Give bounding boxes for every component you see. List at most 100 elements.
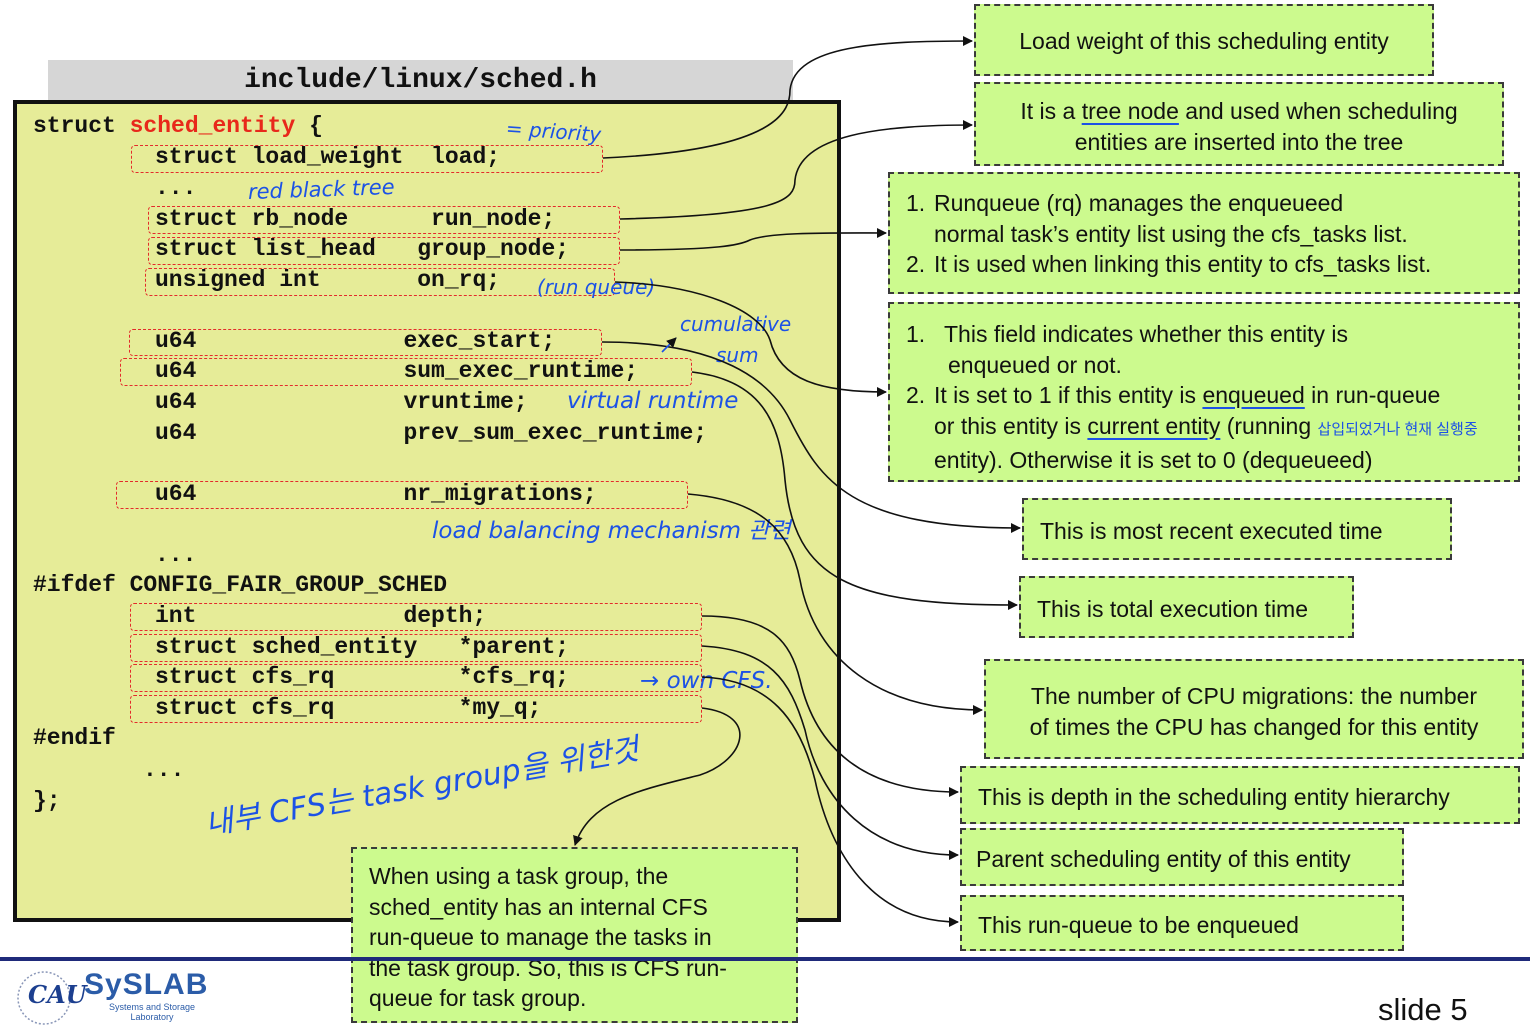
- struct-keyword: struct: [33, 113, 130, 139]
- code-line-vruntime: u64 vruntime;: [155, 389, 528, 415]
- highlight-parent: [130, 634, 702, 662]
- callout-on-rq-1b: enqueued or not.: [948, 351, 1122, 378]
- callout-sum-exec-text: This is total execution time: [1037, 596, 1309, 622]
- logo-subtitle-line1: Systems and Storage: [108, 1002, 196, 1012]
- code-line-ifdef: #ifdef CONFIG_FAIR_GROUP_SCHED: [33, 572, 448, 598]
- callout-depth: This is depth in the scheduling entity h…: [960, 766, 1520, 824]
- list-number: 1.: [906, 190, 926, 216]
- callout-tree-node-prefix: It is a: [1020, 98, 1082, 124]
- code-line-cfs-rq: struct cfs_rq *cfs_rq;: [155, 664, 570, 690]
- code-line-ellipsis: ...: [155, 175, 197, 201]
- note-cumulative: cumulative: [680, 312, 792, 336]
- callout-cfs-rq: This run-queue to be enqueued: [960, 895, 1404, 951]
- callout-my-q: When using a task group, the sched_entit…: [351, 847, 798, 1023]
- callout-exec-start-text: This is most recent executed time: [1040, 518, 1383, 544]
- callout-tree-node-line2: entities are inserted into the tree: [1074, 128, 1404, 155]
- callout-group-node: 1. Runqueue (rq) manages the enqueueed nor…: [888, 172, 1520, 294]
- code-line-my-q: struct cfs_rq *my_q;: [155, 695, 542, 721]
- callout-my-q-line3: run-queue to manage the tasks in: [369, 924, 712, 950]
- callout-load-weight-text: Load weight of this scheduling entity: [1019, 28, 1389, 54]
- open-brace: {: [295, 113, 323, 139]
- slide-number: slide 5: [1378, 992, 1468, 1027]
- highlight-load: [131, 145, 603, 173]
- callout-tree-node-underlined: tree node: [1081, 98, 1179, 124]
- code-line-run-node: struct rb_node run_node;: [155, 206, 556, 232]
- note-virtual-runtime: virtual runtime: [567, 388, 739, 414]
- note-own-cfs: → own CFS.: [640, 668, 773, 694]
- code-line-sum-exec-runtime: u64 sum_exec_runtime;: [155, 358, 639, 384]
- callout-cfs-rq-text: This run-queue to be enqueued: [978, 912, 1299, 938]
- callout-my-q-line5: queue for task group.: [369, 985, 587, 1011]
- callout-on-rq-2a-post: in run-queue: [1304, 382, 1441, 408]
- highlight-run-node: [148, 206, 620, 234]
- highlight-nr-migrations: [116, 481, 688, 509]
- logo-syslab-text: SySLAB: [84, 968, 209, 1001]
- code-line-close-brace: };: [33, 788, 61, 814]
- callout-depth-text: This is depth in the scheduling entity h…: [978, 784, 1450, 810]
- file-name-tab: include/linux/sched.h: [48, 60, 793, 100]
- highlight-sum-exec-runtime: [120, 358, 692, 386]
- callout-migrations-line1: The number of CPU migrations: the number: [1030, 683, 1478, 709]
- logo-cau-text: CAU: [28, 980, 87, 1009]
- callout-my-q-line1: When using a task group, the: [369, 863, 669, 889]
- highlight-group-node: [148, 237, 620, 265]
- code-line-parent: struct sched_entity *parent;: [155, 634, 570, 660]
- footer-rule: [0, 957, 1530, 961]
- highlight-depth: [130, 603, 702, 631]
- lab-logo: CAU SySLAB Systems and Storage Laborator…: [14, 966, 224, 1028]
- code-line-load: struct load_weight load;: [155, 144, 501, 170]
- callout-migrations: The number of CPU migrations: the number…: [984, 659, 1524, 759]
- logo-subtitle-line2: Laboratory: [130, 1012, 174, 1022]
- callout-on-rq-2c: entity). Otherwise it is set to 0 (deque…: [934, 447, 1373, 473]
- callout-on-rq-item-1: 1. This field indicates whether this enti…: [906, 319, 1518, 380]
- callout-load-weight: Load weight of this scheduling entity: [974, 4, 1434, 76]
- list-number: 1.: [906, 321, 926, 347]
- struct-name: sched_entity: [129, 113, 296, 139]
- callout-parent: Parent scheduling entity of this entity: [960, 828, 1404, 886]
- callout-on-rq: 1. This field indicates whether this enti…: [888, 302, 1520, 482]
- callout-migrations-line2: of times the CPU has changed for this en…: [1029, 713, 1479, 740]
- highlight-cfs-rq: [130, 664, 702, 692]
- callout-tree-node-line1: It is a tree node and used when scheduli…: [976, 96, 1502, 127]
- callout-on-rq-2a-underlined: enqueued: [1202, 382, 1305, 408]
- callout-group-node-item-1: 1. Runqueue (rq) manages the enqueueed nor…: [906, 188, 1518, 249]
- code-line-nr-migrations: u64 nr_migrations;: [155, 481, 597, 507]
- callout-on-rq-1a: This field indicates whether this entity…: [944, 321, 1348, 347]
- callout-group-node-item-2: 2. It is used when linking this entity to…: [906, 249, 1518, 280]
- callout-on-rq-korean-note: 삽입되었거나 현재 실행중: [1317, 420, 1478, 438]
- callout-group-node-1a: Runqueue (rq) manages the enqueueed: [934, 190, 1344, 216]
- note-sum: sum: [716, 343, 759, 367]
- note-run-queue: (run queue): [537, 275, 656, 299]
- code-line-ellipsis-3: ...: [143, 757, 185, 783]
- university-seal-icon: [17, 971, 71, 1025]
- callout-on-rq-item-2: 2. It is set to 1 if this entity is enque…: [906, 380, 1518, 476]
- list-number: 2.: [906, 251, 926, 277]
- callout-exec-start: This is most recent executed time: [1022, 498, 1452, 560]
- callout-group-node-1b: normal task’s entity list using the cfs_…: [934, 220, 1408, 247]
- callout-on-rq-2a-pre: It is set to 1 if this entity is: [934, 382, 1203, 408]
- callout-parent-text: Parent scheduling entity of this entity: [976, 846, 1351, 872]
- list-number: 2.: [906, 382, 926, 408]
- callout-tree-node: It is a tree node and used when scheduli…: [974, 82, 1504, 166]
- callout-tree-node-rest: and used when scheduling: [1178, 98, 1458, 124]
- callout-my-q-line2: sched_entity has an internal CFS: [369, 893, 708, 920]
- code-line-ellipsis-2: ...: [155, 542, 197, 568]
- callout-on-rq-2b-underlined: current entity: [1087, 412, 1221, 439]
- callout-on-rq-2b-pre: or this entity is: [934, 412, 1088, 439]
- logo-subtitle: Systems and Storage Laboratory: [96, 1002, 208, 1022]
- code-line-group-node: struct list_head group_node;: [155, 236, 570, 262]
- code-line-endif: #endif: [33, 725, 116, 751]
- callout-on-rq-2b-post: (running: [1220, 412, 1318, 439]
- code-line-on-rq: unsigned int on_rq;: [155, 267, 501, 293]
- code-line-depth: int depth;: [155, 603, 487, 629]
- highlight-on-rq: [145, 268, 615, 296]
- code-line-prev-sum-exec-runtime: u64 prev_sum_exec_runtime;: [155, 420, 708, 446]
- struct-declaration: struct sched_entity {: [33, 113, 323, 139]
- note-load-balancing: load balancing mechanism 관련: [432, 518, 791, 544]
- callout-group-node-2: It is used when linking this entity to c…: [934, 251, 1432, 277]
- highlight-my-q: [130, 695, 702, 723]
- highlight-exec-start: [129, 329, 602, 356]
- code-line-exec-start: u64 exec_start;: [155, 328, 556, 354]
- callout-sum-exec: This is total execution time: [1019, 576, 1354, 638]
- note-red-black-tree: red black tree: [247, 174, 396, 204]
